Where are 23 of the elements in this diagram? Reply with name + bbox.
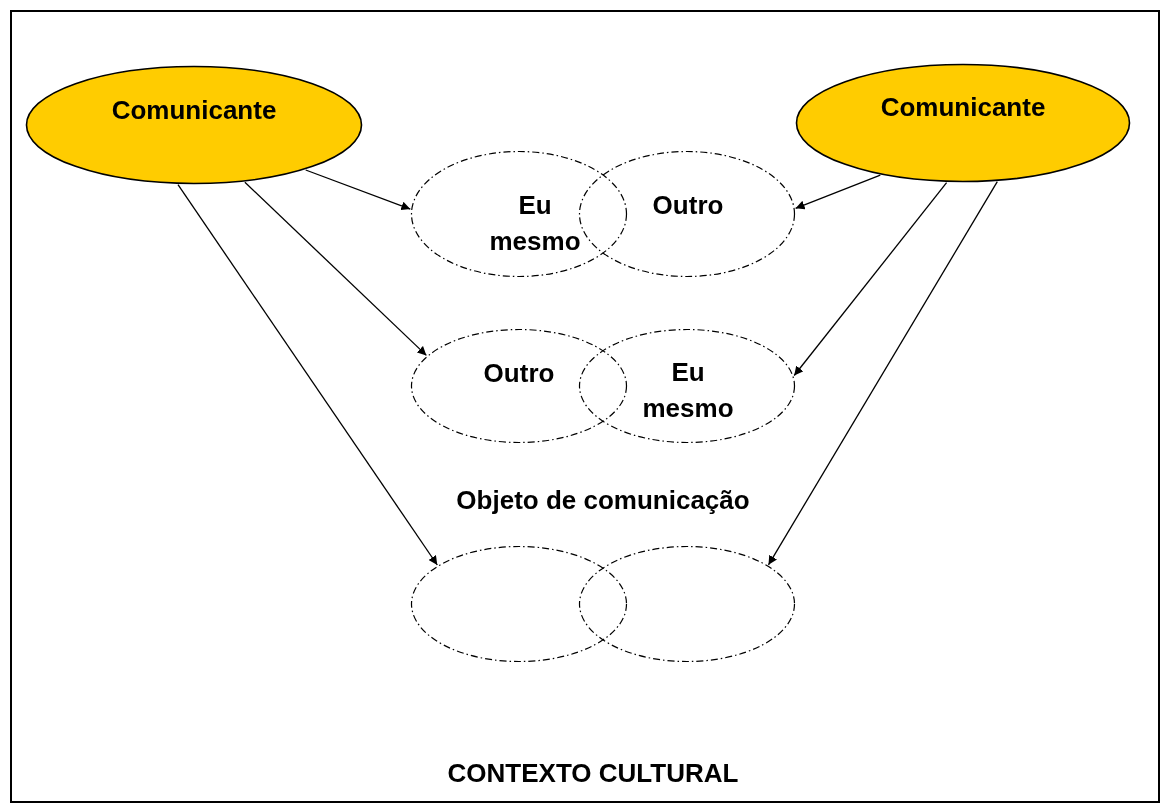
ellipse-label: Eu mesmo bbox=[641, 355, 735, 425]
arrow bbox=[305, 169, 411, 211]
arrow bbox=[767, 181, 998, 566]
arrow bbox=[177, 184, 438, 566]
arrow bbox=[793, 182, 948, 377]
dashed-ellipse bbox=[578, 150, 796, 278]
dashed-ellipse bbox=[410, 150, 628, 278]
arrow bbox=[794, 174, 881, 210]
dashed-ellipse bbox=[578, 328, 796, 444]
context-frame bbox=[10, 10, 1160, 803]
ellipse-label: Outro bbox=[652, 188, 724, 222]
dashed-ellipse bbox=[410, 545, 628, 663]
ellipse-label: Eu mesmo bbox=[488, 188, 582, 258]
ellipse-label: Outro bbox=[483, 356, 555, 390]
dashed-ellipse bbox=[578, 545, 796, 663]
frame-title: CONTEXTO CULTURAL bbox=[447, 756, 739, 790]
ellipse-label: Comunicante bbox=[111, 93, 277, 127]
arrow bbox=[244, 181, 428, 357]
section-heading: Objeto de comunicação bbox=[456, 483, 750, 517]
ellipse-label: Comunicante bbox=[880, 90, 1046, 124]
dashed-ellipse bbox=[410, 328, 628, 444]
communicator-ellipse bbox=[25, 65, 363, 185]
communicator-ellipse bbox=[795, 63, 1131, 183]
